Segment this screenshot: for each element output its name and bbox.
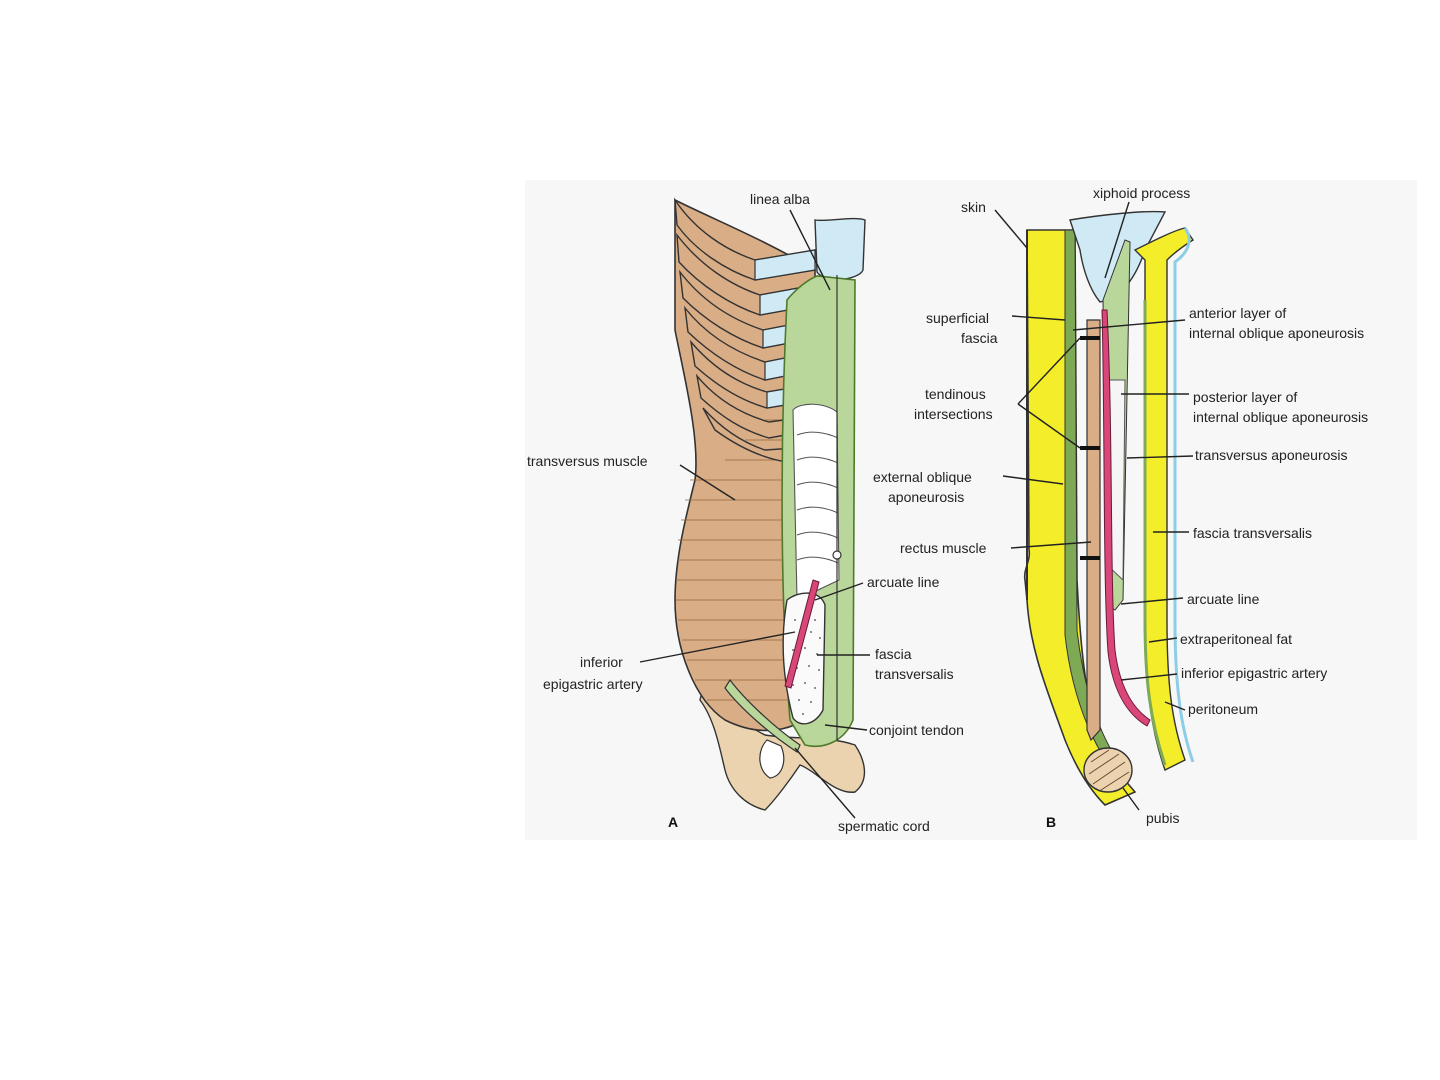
pubis-hatch	[1088, 749, 1130, 791]
inferior-epigastric-artery-shape	[784, 579, 820, 689]
anatomy-svg: linea alba transversus muscle arcuate li…	[525, 180, 1417, 840]
label-external-oblique: external oblique	[873, 469, 972, 485]
label-anterior-layer-of: anterior layer of	[1189, 305, 1286, 321]
label-rectus-muscle: rectus muscle	[900, 540, 987, 556]
label-fascia-transversalis: fascia transversalis	[1193, 525, 1312, 541]
label-transversalis-a: transversalis	[875, 666, 954, 682]
anatomy-figure: linea alba transversus muscle arcuate li…	[525, 180, 1417, 840]
spermatic-cord-shape	[724, 678, 801, 753]
panel-b-illustration	[1023, 210, 1195, 806]
label-epigastric-artery: epigastric artery	[543, 676, 643, 692]
rectus-muscle-column	[1086, 319, 1101, 742]
label-transversus-muscle: transversus muscle	[527, 453, 648, 469]
label-tendinous: tendinous	[925, 386, 986, 402]
label-intersections: intersections	[914, 406, 993, 422]
panel-b-tag: B	[1046, 814, 1056, 830]
peritoneum-line	[1173, 227, 1195, 763]
label-transversus-aponeurosis: transversus aponeurosis	[1195, 447, 1348, 463]
panel-a-illustration	[674, 197, 866, 811]
label-arcuate-line-a: arcuate line	[867, 574, 940, 590]
label-skin: skin	[961, 199, 986, 215]
label-internal-oblique-aponeurosis-1: internal oblique aponeurosis	[1189, 325, 1364, 341]
label-peritoneum: peritoneum	[1188, 701, 1258, 717]
label-spermatic-cord: spermatic cord	[838, 818, 930, 834]
umbilicus	[832, 550, 842, 560]
label-inferior: inferior	[580, 654, 623, 670]
panel-a-labels: linea alba transversus muscle arcuate li…	[527, 191, 964, 834]
label-fascia-b: fascia	[961, 330, 998, 346]
label-conjoint-tendon: conjoint tendon	[869, 722, 964, 738]
artery-b	[1101, 309, 1151, 727]
label-aponeurosis: aponeurosis	[888, 489, 964, 505]
extraperitoneal-fat-line	[1143, 300, 1167, 766]
rectus-fibers	[796, 431, 839, 564]
label-inferior-epigastric-artery: inferior epigastric artery	[1181, 665, 1327, 681]
label-extraperitoneal-fat: extraperitoneal fat	[1180, 631, 1292, 647]
label-fascia-a: fascia	[875, 646, 912, 662]
label-internal-oblique-aponeurosis-2: internal oblique aponeurosis	[1193, 409, 1368, 425]
label-arcuate-line-b: arcuate line	[1187, 591, 1260, 607]
pelvis-bone	[699, 677, 866, 811]
label-linea-alba: linea alba	[750, 191, 810, 207]
panel-a-tag: A	[668, 814, 678, 830]
label-pubis: pubis	[1146, 810, 1179, 826]
label-posterior-layer-of: posterior layer of	[1193, 389, 1297, 405]
xiphoid-sternum	[814, 217, 866, 280]
figure-background	[525, 180, 1417, 840]
obturator-foramen	[759, 739, 785, 779]
label-xiphoid-process: xiphoid process	[1093, 185, 1190, 201]
xiphoid-process-shape	[1069, 210, 1167, 303]
panel-b-labels: skin xiphoid process superficial fascia …	[873, 185, 1368, 830]
label-superficial: superficial	[926, 310, 989, 326]
